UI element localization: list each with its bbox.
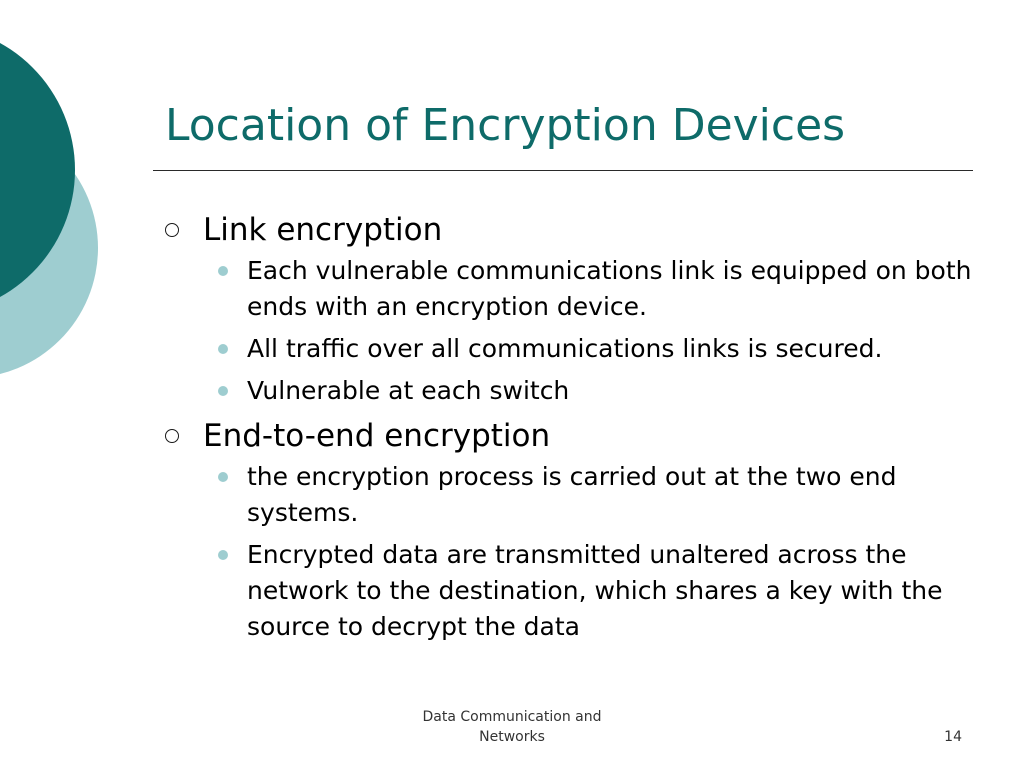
dot-bullet-icon — [218, 550, 228, 560]
slide-title: Location of Encryption Devices — [165, 100, 846, 151]
sub-bullet-text: All traffic over all communications link… — [247, 334, 883, 363]
page-number: 14 — [944, 729, 962, 745]
dot-bullet-icon — [218, 386, 228, 396]
dot-bullet-icon — [218, 266, 228, 276]
footer-course-title: Data Communication and Networks — [392, 707, 632, 747]
hollow-circle-bullet-icon — [165, 223, 179, 237]
dot-bullet-icon — [218, 344, 228, 354]
sub-bullet-list: Each vulnerable communications link is e… — [203, 253, 975, 409]
hollow-circle-bullet-icon — [165, 429, 179, 443]
sub-bullet-item: Vulnerable at each switch — [203, 373, 975, 409]
sub-bullet-text: Vulnerable at each switch — [247, 376, 570, 405]
title-divider — [153, 170, 973, 171]
bullet-text: End-to-end encryption — [203, 418, 551, 454]
sub-bullet-item: the encryption process is carried out at… — [203, 459, 975, 531]
dot-bullet-icon — [218, 472, 228, 482]
sub-bullet-text: Each vulnerable communications link is e… — [247, 256, 972, 321]
sub-bullet-text: the encryption process is carried out at… — [247, 462, 897, 527]
sub-bullet-item: Each vulnerable communications link is e… — [203, 253, 975, 325]
bullet-end-to-end-encryption: End-to-end encryption the encryption pro… — [165, 415, 975, 645]
footer-line: Networks — [479, 729, 545, 745]
footer-line: Data Communication and — [422, 709, 602, 725]
sub-bullet-list: the encryption process is carried out at… — [203, 459, 975, 645]
bullet-text: Link encryption — [203, 212, 443, 248]
bullet-list: Link encryption Each vulnerable communic… — [165, 209, 975, 651]
decorative-circle-dark — [0, 43, 75, 297]
sub-bullet-text: Encrypted data are transmitted unaltered… — [247, 540, 943, 641]
sub-bullet-item: All traffic over all communications link… — [203, 331, 975, 367]
sub-bullet-item: Encrypted data are transmitted unaltered… — [203, 537, 975, 645]
decorative-circles — [0, 43, 98, 374]
bullet-link-encryption: Link encryption Each vulnerable communic… — [165, 209, 975, 409]
